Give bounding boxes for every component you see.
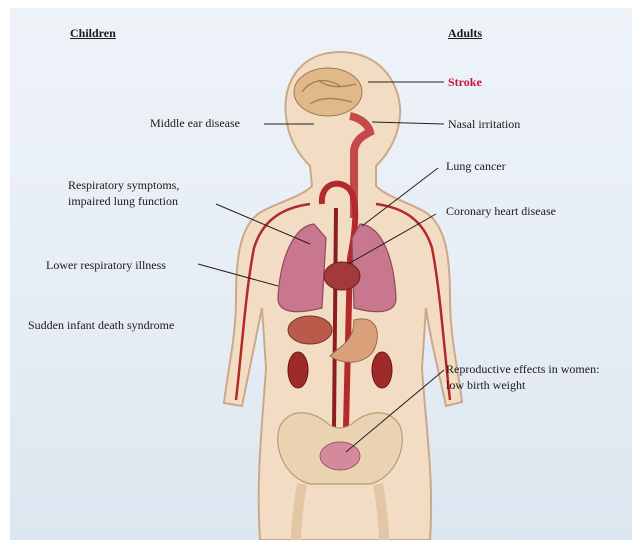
lung-cancer-label: Lung cancer	[446, 159, 506, 174]
left-kidney	[288, 352, 308, 388]
diagram-panel: Children Adults Stroke Nasal irritation …	[10, 8, 632, 540]
respiratory-symptoms-label-line1: Respiratory symptoms,	[68, 178, 179, 193]
reproductive-effects-label-line1: Reproductive effects in women:	[446, 362, 599, 377]
nasal-irritation-label: Nasal irritation	[448, 117, 520, 132]
lower-respiratory-illness-label: Lower respiratory illness	[46, 258, 166, 273]
uterus	[320, 442, 360, 470]
heart	[324, 262, 360, 290]
liver	[288, 316, 332, 344]
right-kidney	[372, 352, 392, 388]
respiratory-symptoms-label-line2: impaired lung function	[68, 194, 178, 209]
brain	[294, 68, 362, 116]
children-header: Children	[70, 26, 116, 41]
human-body-illustration	[10, 8, 632, 540]
middle-ear-disease-label: Middle ear disease	[150, 116, 240, 131]
coronary-heart-disease-label: Coronary heart disease	[446, 204, 556, 219]
vena-cava	[334, 208, 336, 428]
stroke-label: Stroke	[448, 75, 482, 90]
sids-label: Sudden infant death syndrome	[28, 318, 174, 333]
adults-header: Adults	[448, 26, 482, 41]
reproductive-effects-label-line2: low birth weight	[446, 378, 525, 393]
